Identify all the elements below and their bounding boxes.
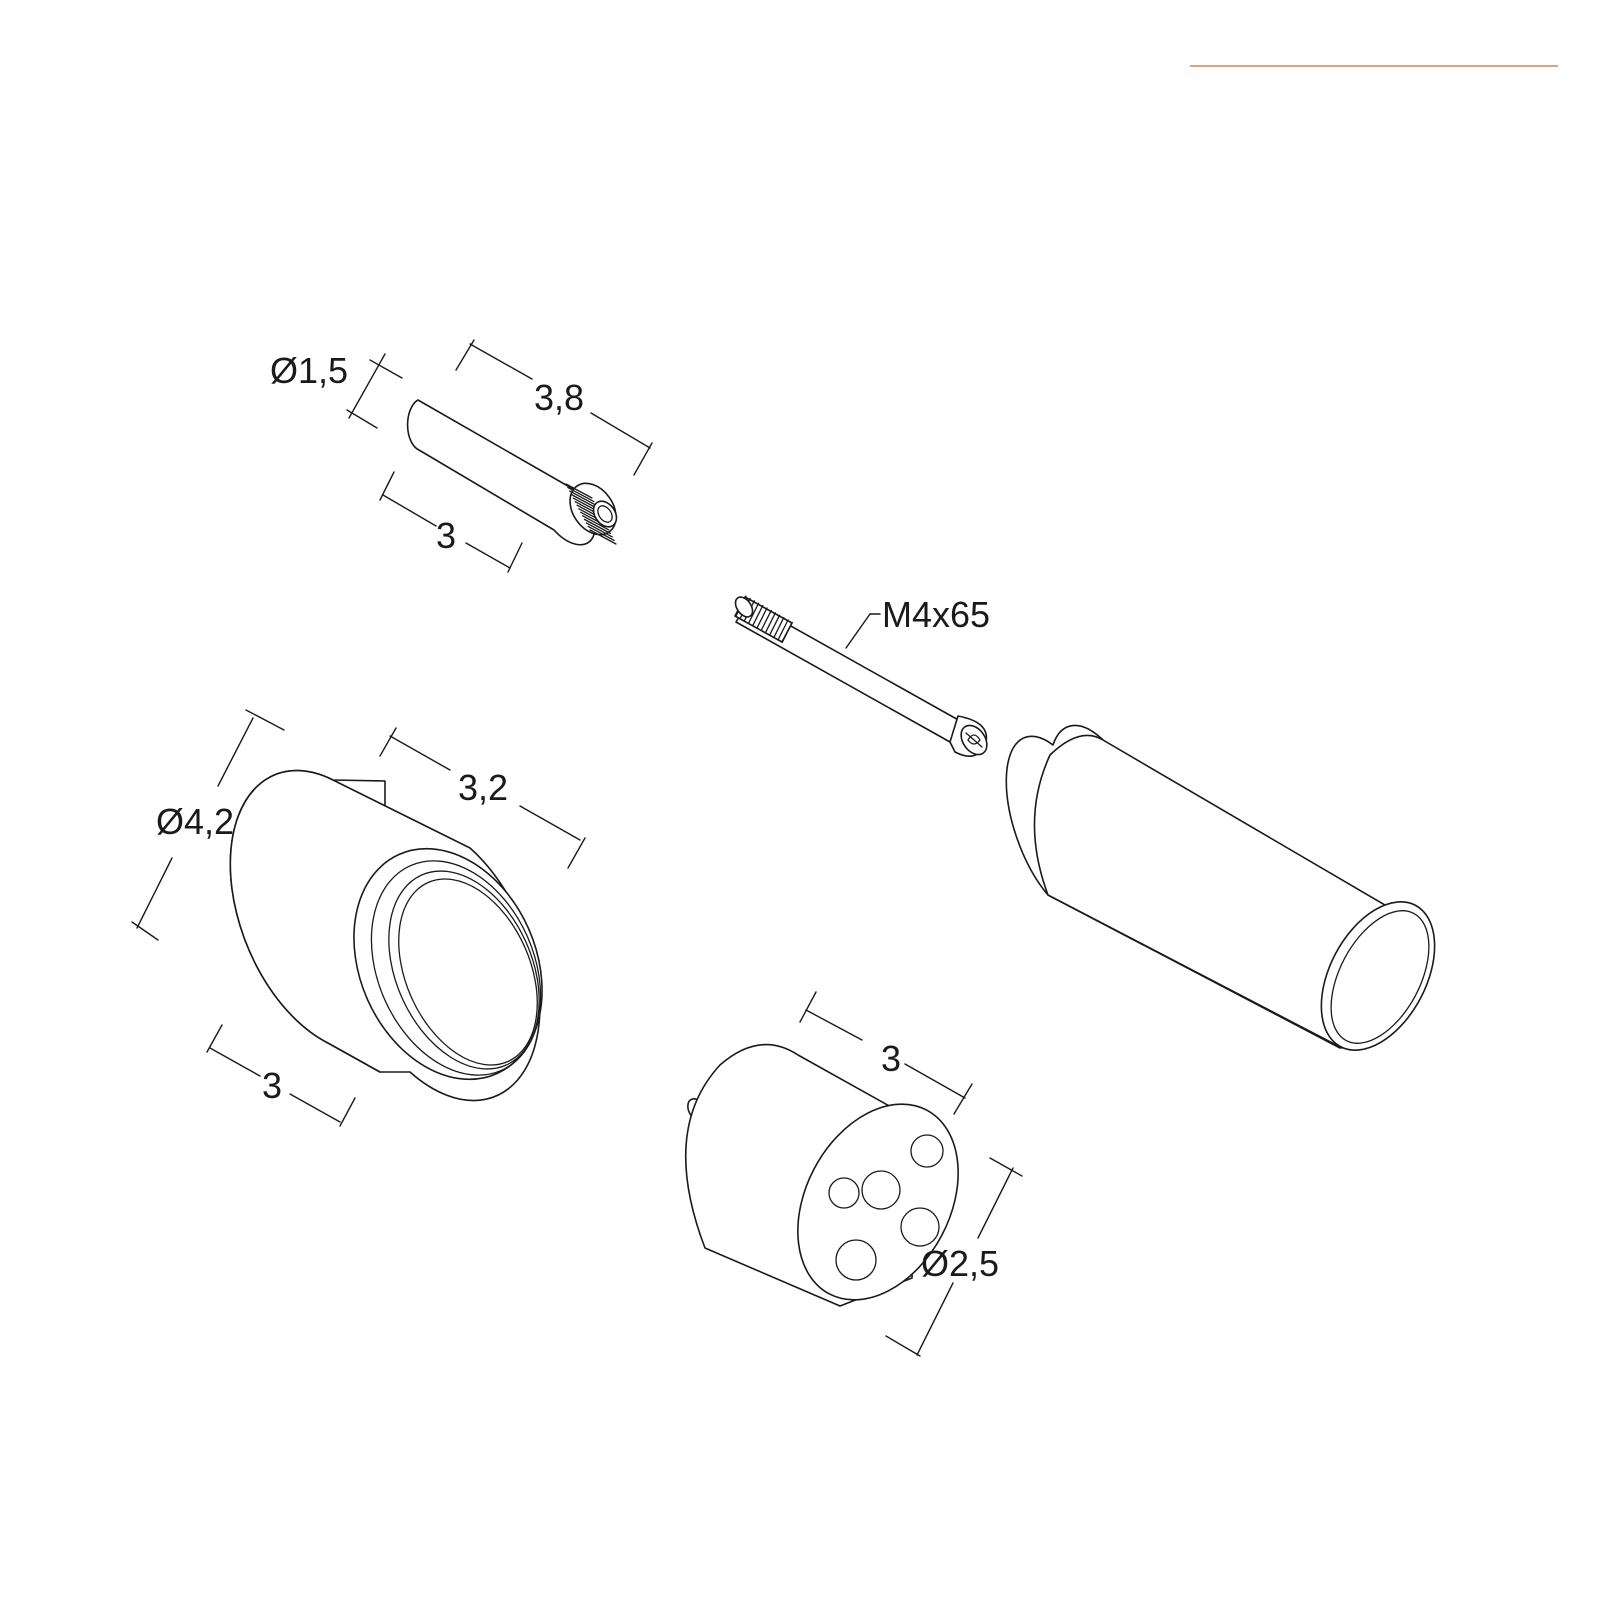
dim-pin-diameter: Ø1,5: [270, 350, 403, 429]
spline-tooth: [567, 486, 595, 503]
spline-tooth: [565, 483, 593, 499]
dim-cap-body-length: 3: [206, 1024, 356, 1127]
hole-center: [861, 1170, 901, 1210]
dim-pin-body-length: 3: [379, 471, 523, 573]
hole-left: [828, 1177, 860, 1209]
hole-top: [910, 1134, 944, 1168]
spline-tooth: [587, 525, 615, 542]
thread-line: [747, 602, 760, 624]
hole-bottom: [835, 1239, 877, 1281]
dim-cap-length: 3,2: [379, 727, 586, 869]
label-cap-diameter: Ø4,2: [156, 801, 234, 842]
dim-pin-length: 3,8: [455, 339, 653, 476]
label-pin-body-length: 3: [436, 515, 456, 556]
label-screw-size: M4x65: [882, 594, 990, 635]
dim-cap-diameter: Ø4,2: [131, 709, 285, 941]
thread-line: [764, 612, 777, 634]
splined-pin: [406, 399, 618, 546]
dim-cylinder-diameter: Ø2,5: [885, 1157, 1023, 1357]
spline-tooth: [585, 522, 613, 538]
thread-line: [752, 604, 764, 627]
label-cylinder-diameter: Ø2,5: [921, 1243, 999, 1284]
spline-tooth: [569, 490, 597, 506]
thread-line: [760, 609, 772, 632]
thread-line: [773, 616, 785, 639]
screw: [734, 595, 988, 758]
hole-right: [900, 1207, 940, 1247]
spline-tooth: [583, 518, 612, 535]
thread-line: [756, 607, 768, 629]
label-cap-length: 3,2: [458, 767, 508, 808]
spline-tooth: [589, 529, 617, 545]
long-tube: [1005, 724, 1436, 1051]
holed-cylinder: [685, 1043, 959, 1307]
dim-cylinder-length: 3: [799, 991, 973, 1115]
label-pin-diameter: Ø1,5: [270, 350, 348, 391]
label-pin-length: 3,8: [534, 377, 584, 418]
spline-tooth: [570, 493, 599, 510]
thread-line: [768, 614, 781, 636]
dim-screw-size: M4x65: [845, 594, 990, 649]
thread-line: [777, 619, 789, 641]
label-cylinder-length: 3: [881, 1038, 901, 1079]
thread-line: [781, 621, 793, 644]
large-cap: [229, 769, 543, 1102]
label-cap-body-length: 3: [262, 1065, 282, 1106]
spline-tooth: [581, 515, 610, 531]
